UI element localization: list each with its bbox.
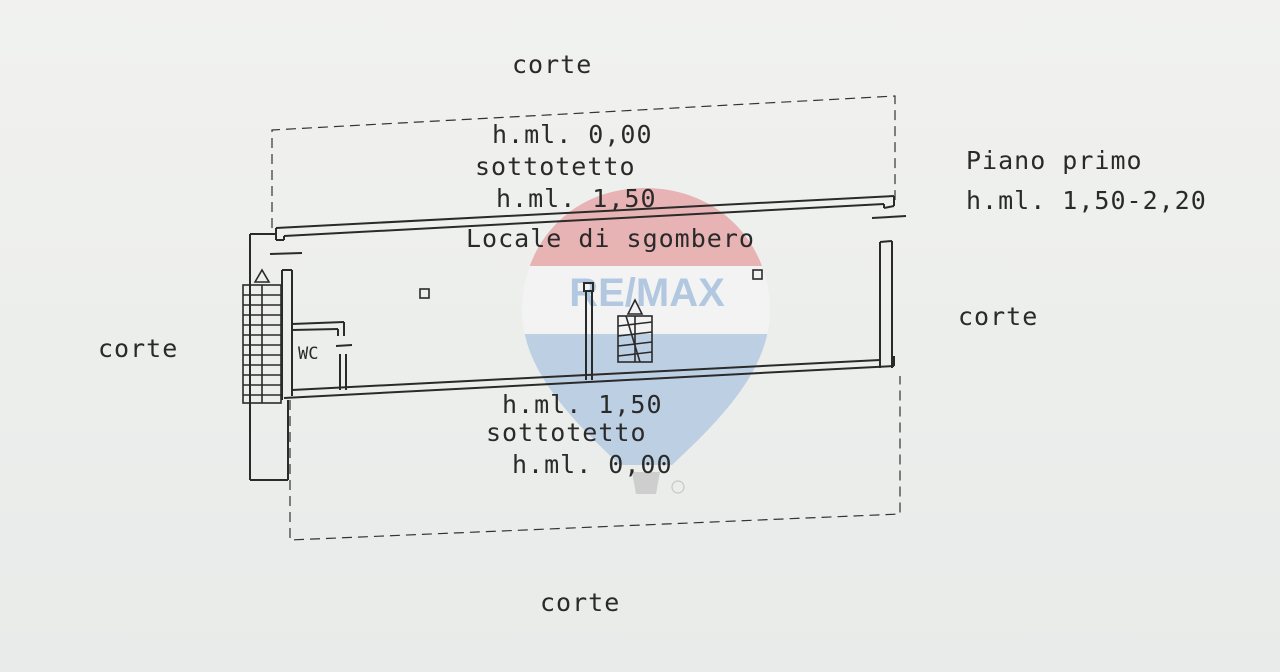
attic-bottom-label: sottotetto	[486, 418, 647, 447]
attic-bottom-height-outer: h.ml. 0,00	[512, 450, 673, 479]
partition-center	[583, 282, 594, 380]
watermark-brand-text: RE/MAX	[569, 271, 725, 315]
corte-label-top: corte	[512, 50, 593, 79]
registered-mark-icon	[671, 480, 685, 494]
corte-label-right: corte	[958, 302, 1039, 331]
spiral-up-arrow-icon	[626, 298, 644, 315]
stair-up-arrow-icon	[253, 268, 271, 283]
corte-label-bottom: corte	[540, 588, 621, 617]
attic-top-label: sottotetto	[475, 152, 636, 181]
room-wc-label: WC	[298, 344, 319, 364]
attic-top-height-outer: h.ml. 0,00	[492, 120, 653, 149]
wall-right	[871, 215, 907, 368]
staircase-left	[242, 284, 282, 404]
attic-bottom-height-inner: h.ml. 1,50	[502, 390, 663, 419]
pillar-left	[419, 288, 430, 299]
floor-name: Piano primo	[966, 146, 1143, 175]
pillar-right	[752, 269, 763, 280]
roof-outline-top	[271, 95, 896, 228]
wc-partition	[291, 321, 353, 390]
roof-outline-bottom	[289, 376, 901, 541]
room-main-label: Locale di sgombero	[466, 224, 755, 253]
wall-top	[275, 195, 895, 241]
corte-label-left: corte	[98, 334, 179, 363]
wall-left	[249, 233, 303, 481]
attic-top-height-inner: h.ml. 1,50	[496, 184, 657, 213]
staircase-spiral	[617, 315, 653, 363]
floor-height: h.ml. 1,50-2,20	[966, 186, 1207, 215]
